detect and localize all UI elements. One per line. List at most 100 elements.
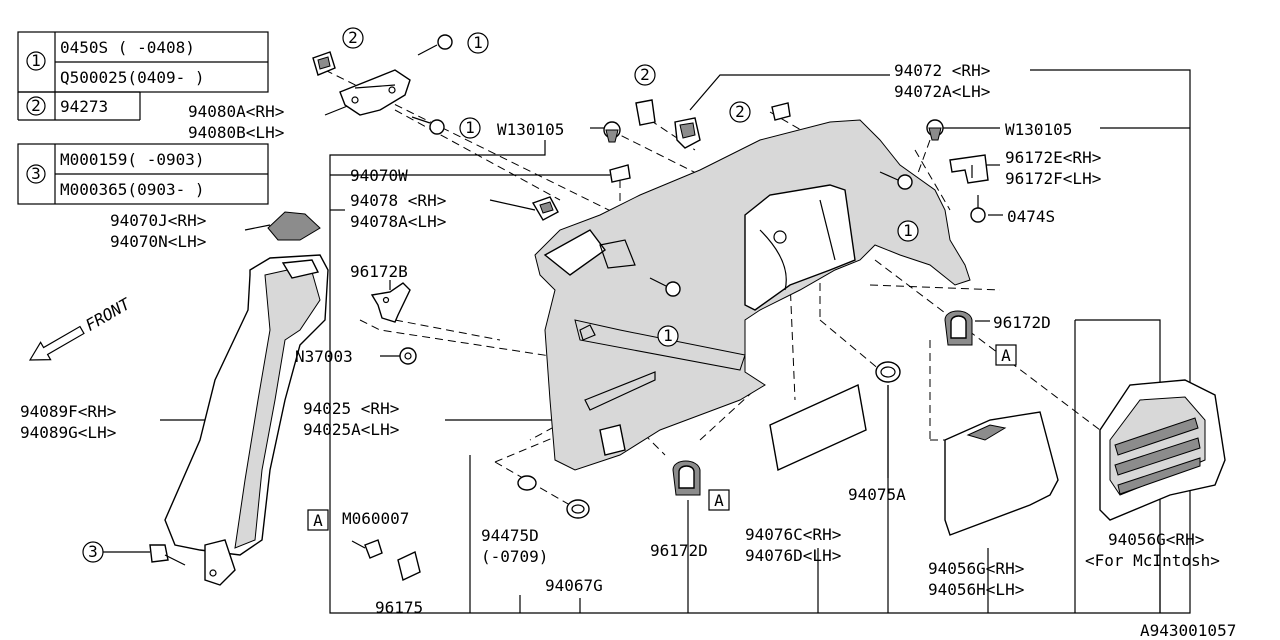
clip-94273-mid[interactable] (635, 99, 656, 126)
label-94076c[interactable]: 94076C<RH> (745, 525, 841, 544)
pillar-trim-94089[interactable] (164, 254, 329, 586)
label-94075a[interactable]: 94075A (848, 485, 906, 504)
callout-2-right: 2 (729, 101, 751, 123)
label-96172f[interactable]: 96172F<LH> (1005, 169, 1101, 188)
clip-94070w[interactable] (609, 164, 631, 183)
label-94072[interactable]: 94072 <RH> (894, 61, 990, 80)
svg-text:A: A (313, 511, 323, 530)
svg-text:1: 1 (473, 33, 483, 52)
svg-text:3: 3 (88, 542, 98, 561)
label-94080a[interactable]: 94080A<RH> (188, 102, 284, 121)
bracket-94080[interactable] (339, 69, 411, 116)
callout-a-m060007: A (307, 509, 329, 531)
label-94056g-mid[interactable]: 94056G<RH> (928, 559, 1024, 578)
svg-text:A: A (1001, 346, 1011, 365)
legend-row-1b: Q500025(0409- ) (60, 68, 205, 87)
label-94475d-date: (-0709) (481, 547, 548, 566)
cover-panel-94076c[interactable] (769, 383, 867, 472)
legend-key-2: 2 (31, 96, 41, 115)
leader-lines (103, 69, 1191, 614)
bolt-0474s[interactable] (970, 195, 986, 223)
label-94070j[interactable]: 94070J<RH> (110, 211, 206, 230)
legend-row-3a: M000159( -0903) (60, 150, 205, 169)
side-cover-94056g[interactable] (944, 411, 1059, 536)
label-0474s[interactable]: 0474S (1007, 207, 1055, 226)
svg-text:1: 1 (663, 326, 673, 345)
label-96175[interactable]: 96175 (375, 598, 423, 617)
nut-n37003[interactable] (399, 347, 417, 365)
label-94089f[interactable]: 94089F<RH> (20, 402, 116, 421)
clip-w130105-left[interactable] (603, 121, 621, 143)
callout-2-icon (26, 96, 46, 116)
bracket-96172e[interactable] (949, 154, 989, 184)
label-m060007[interactable]: M060007 (342, 509, 409, 528)
bolt-m060007[interactable] (351, 539, 383, 559)
clip-94273-left[interactable] (312, 51, 336, 76)
clip-w130105-right[interactable] (926, 119, 944, 141)
cover-96172d-upper[interactable] (944, 310, 973, 346)
screw-top[interactable] (417, 34, 453, 56)
callout-1-top: 1 (467, 32, 489, 54)
switch-94078[interactable] (531, 196, 559, 221)
label-94056h[interactable]: 94056H<LH> (928, 580, 1024, 599)
label-94025[interactable]: 94025 <RH> (303, 399, 399, 418)
callout-1-panel: 1 (657, 325, 679, 347)
label-94078[interactable]: 94078 <RH> (350, 191, 446, 210)
label-96172b[interactable]: 96172B (350, 262, 408, 281)
label-n37003[interactable]: N37003 (295, 347, 353, 366)
label-w130105-left[interactable]: W130105 (497, 120, 564, 139)
pillar-cap-94070j[interactable] (267, 211, 321, 241)
label-96172e[interactable]: 96172E<RH> (1005, 148, 1101, 167)
svg-text:2: 2 (735, 102, 745, 121)
label-94078a[interactable]: 94078A<LH> (350, 212, 446, 231)
label-94080b[interactable]: 94080B<LH> (188, 123, 284, 142)
svg-text:1: 1 (903, 221, 913, 240)
label-96172d-upper[interactable]: 96172D (993, 313, 1051, 332)
callout-1-icon (26, 51, 46, 71)
label-w130105-right[interactable]: W130105 (1005, 120, 1072, 139)
callout-1-mid: 1 (459, 117, 481, 139)
label-94025a[interactable]: 94025A<LH> (303, 420, 399, 439)
label-94089g[interactable]: 94089G<LH> (20, 423, 116, 442)
front-label: FRONT (82, 294, 134, 335)
callout-2-mid: 2 (634, 64, 656, 86)
label-94475d[interactable]: 94475D (481, 526, 539, 545)
screw-panel[interactable] (649, 277, 681, 297)
quarter-trim-panel-94025[interactable] (534, 119, 971, 471)
speaker-cover-94056g-mcintosh[interactable] (1099, 379, 1226, 521)
legend-row-3b: M000365(0903- ) (60, 180, 205, 199)
legend-row-1a: 0450S ( -0408) (60, 38, 195, 57)
callout-3-icon (26, 164, 46, 184)
label-94076d[interactable]: 94076D<LH> (745, 546, 841, 565)
label-for-mcintosh: <For McIntosh> (1085, 551, 1220, 570)
clip-94273-right[interactable] (771, 102, 791, 121)
clip-94475d[interactable] (517, 475, 537, 491)
callout-2-left: 2 (342, 27, 364, 49)
grommet-94075a[interactable] (875, 361, 901, 383)
bracket-96172b[interactable] (370, 282, 411, 323)
screw-right[interactable] (879, 171, 913, 190)
legend-fasteners: 1 0450S ( -0408) Q500025(0409- ) 2 94273 (17, 31, 269, 121)
legend-bolts: 3 M000159( -0903) M000365(0903- ) (17, 143, 269, 205)
legend-row-2a: 94273 (60, 97, 108, 116)
label-94070w[interactable]: 94070W (350, 166, 408, 185)
front-direction-arrow: FRONT (28, 294, 135, 361)
label-94072a[interactable]: 94072A<LH> (894, 82, 990, 101)
label-94070n[interactable]: 94070N<LH> (110, 232, 206, 251)
cap-96175[interactable] (397, 551, 421, 581)
legend-key-3: 3 (31, 164, 41, 183)
label-94067g[interactable]: 94067G (545, 576, 603, 595)
callout-3-bolt: 3 (82, 541, 104, 563)
part-labels: 94072 <RH> 94072A<LH> 94080A<RH> 94080B<… (20, 61, 1236, 640)
callout-a-lower: A (708, 489, 730, 511)
diagram-id: A943001057 (1140, 621, 1236, 640)
grommet-94067g[interactable] (566, 499, 590, 519)
bolt-m000159[interactable] (149, 544, 186, 566)
callout-markers: 1 1 1 1 2 2 2 3 A A A (82, 27, 1017, 563)
svg-text:2: 2 (640, 65, 650, 84)
label-94056g-right[interactable]: 94056G<RH> (1108, 530, 1204, 549)
clip-94072[interactable] (674, 117, 701, 149)
cover-96172d-lower[interactable] (672, 460, 701, 496)
label-96172d-lower[interactable]: 96172D (650, 541, 708, 560)
screw-mid[interactable] (411, 116, 445, 135)
